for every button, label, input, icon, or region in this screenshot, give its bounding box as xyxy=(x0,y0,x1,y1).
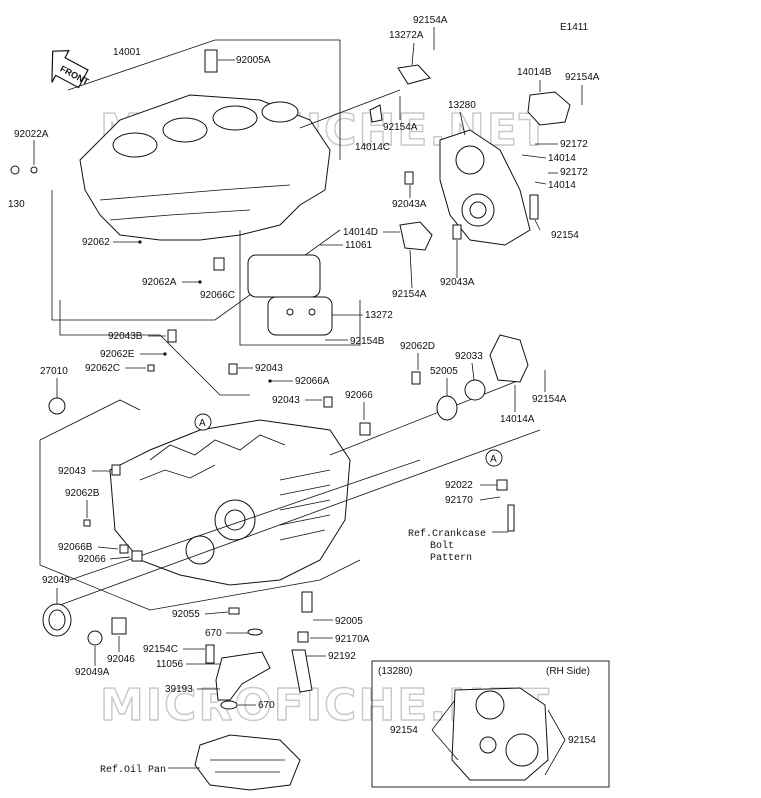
crankcase-bolt-ref: Ref.Crankcase Bolt Pattern xyxy=(408,528,508,564)
svg-text:Bolt: Bolt xyxy=(430,540,454,552)
label-92172-2: 92172 xyxy=(560,167,588,178)
svg-text:Ref.Crankcase: Ref.Crankcase xyxy=(408,528,486,540)
label-92066a: 92066A xyxy=(295,376,330,387)
rh-side-inset: (13280) (RH Side) 92154 92154 xyxy=(371,660,610,788)
label-92154a-3: 92154A xyxy=(565,72,600,83)
label-92062b: 92062B xyxy=(65,488,100,499)
diagram-code: E1411 xyxy=(560,22,589,33)
oil-pan xyxy=(194,734,301,791)
label-92154a-4: 92154A xyxy=(392,289,427,300)
label-14014c: 14014C xyxy=(355,142,390,153)
label-14014-1: 14014 xyxy=(548,153,576,164)
label-92033: 92033 xyxy=(455,351,483,362)
part-labels: 14001 92005A 92022A 130 92062 92062A 920… xyxy=(8,15,600,711)
label-92192: 92192 xyxy=(328,651,356,662)
label-92170: 92170 xyxy=(445,495,473,506)
lower-crankcase xyxy=(39,300,541,611)
svg-text:A: A xyxy=(490,454,497,465)
label-92022: 92022 xyxy=(445,480,473,491)
label-92049a: 92049A xyxy=(75,667,110,678)
label-13272: 13272 xyxy=(365,310,393,321)
breather-cover xyxy=(239,230,361,346)
label-670-2: 670 xyxy=(258,700,275,711)
label-92062d: 92062D xyxy=(400,341,435,352)
label-13280: 13280 xyxy=(448,100,476,111)
label-14001: 14001 xyxy=(113,47,141,58)
upper-crankcase xyxy=(51,39,341,321)
svg-text:A: A xyxy=(199,418,206,429)
label-92043-2: 92043 xyxy=(272,395,300,406)
label-52005: 52005 xyxy=(430,366,458,377)
label-92066-2: 92066 xyxy=(78,554,106,565)
svg-text:Pattern: Pattern xyxy=(430,553,472,564)
label-92154: 92154 xyxy=(551,230,579,241)
inset-part-right: 92154 xyxy=(568,735,596,746)
label-92154a-5: 92154A xyxy=(532,394,567,405)
label-92049: 92049 xyxy=(42,575,70,586)
label-14014-2: 14014 xyxy=(548,180,576,191)
inset-part-left: 92154 xyxy=(390,725,418,736)
label-92170a: 92170A xyxy=(335,634,370,645)
label-92062a: 92062A xyxy=(142,277,177,288)
small-parts xyxy=(42,329,529,710)
label-92046: 92046 xyxy=(107,654,135,665)
label-92154a-1: 92154A xyxy=(413,15,448,26)
label-14014a: 14014A xyxy=(500,414,535,425)
label-92062e: 92062E xyxy=(100,349,135,360)
front-arrow-icon: FRONT xyxy=(51,50,91,89)
label-92005a: 92005A xyxy=(236,55,271,66)
label-92043a-2: 92043A xyxy=(440,277,475,288)
label-11056: 11056 xyxy=(156,659,184,670)
label-92043b: 92043B xyxy=(108,331,143,342)
inset-side: (RH Side) xyxy=(546,666,590,677)
label-39193: 39193 xyxy=(165,684,193,695)
label-92062: 92062 xyxy=(82,237,110,248)
inset-ref: (13280) xyxy=(378,666,412,677)
dowel-92005a xyxy=(204,49,218,73)
oil-pan-ref: Ref.Oil Pan xyxy=(100,764,166,776)
label-13272a: 13272A xyxy=(389,30,424,41)
label-92066b: 92066B xyxy=(58,542,93,553)
callout-a: A A xyxy=(194,413,503,467)
label-92172-1: 92172 xyxy=(560,139,588,150)
label-92043a-1: 92043A xyxy=(392,199,427,210)
label-27010: 27010 xyxy=(40,366,68,377)
label-92154c: 92154C xyxy=(143,644,178,655)
label-92022a: 92022A xyxy=(14,129,49,140)
label-92005: 92005 xyxy=(335,616,363,627)
label-92066c: 92066C xyxy=(200,290,235,301)
label-14014b: 14014B xyxy=(517,67,552,78)
label-92043-3: 92043 xyxy=(58,466,86,477)
label-14014d: 14014D xyxy=(343,227,378,238)
label-92154b: 92154B xyxy=(350,336,385,347)
label-92043-1: 92043 xyxy=(255,363,283,374)
label-11061: 11061 xyxy=(345,240,373,251)
label-92055: 92055 xyxy=(172,609,200,620)
rh-side-cover xyxy=(399,91,571,251)
label-92066: 92066 xyxy=(345,390,373,401)
label-92154a-2: 92154A xyxy=(383,122,418,133)
label-130: 130 xyxy=(8,199,25,210)
label-92062c: 92062C xyxy=(85,363,120,374)
label-670-1: 670 xyxy=(205,628,222,639)
